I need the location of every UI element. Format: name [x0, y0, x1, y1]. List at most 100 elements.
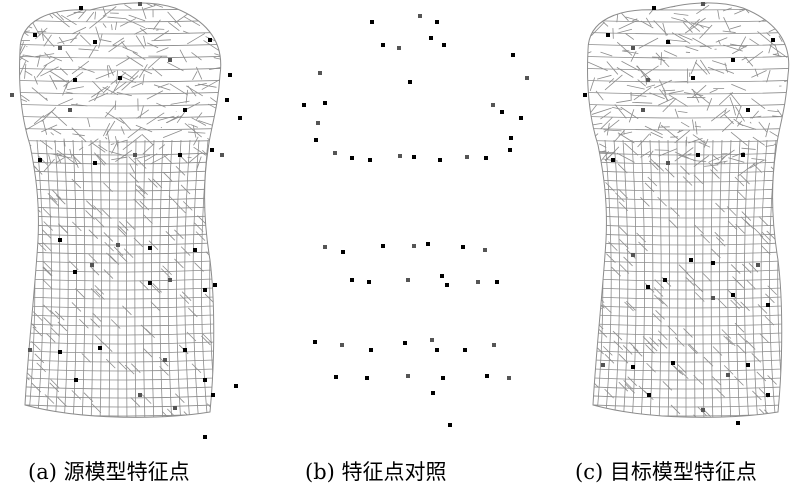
feature-point — [485, 374, 489, 378]
feature-point — [350, 156, 354, 160]
feature-point — [334, 375, 338, 379]
feature-point — [314, 138, 318, 142]
feature-point — [500, 110, 504, 114]
feature-point — [225, 98, 229, 102]
feature-point — [435, 348, 439, 352]
feature-point — [90, 263, 94, 267]
feature-point — [118, 76, 122, 80]
feature-point — [203, 378, 207, 382]
feature-point — [79, 6, 83, 10]
feature-point — [771, 38, 775, 42]
feature-point — [148, 281, 152, 285]
feature-point — [601, 363, 605, 367]
feature-point — [398, 154, 402, 158]
feature-point — [412, 155, 416, 159]
feature-point — [746, 108, 750, 112]
feature-point — [418, 14, 422, 18]
feature-point — [438, 158, 442, 162]
feature-point — [492, 343, 496, 347]
feature-point — [731, 58, 735, 62]
feature-point — [435, 20, 439, 24]
feature-point — [448, 423, 452, 427]
feature-point — [431, 391, 435, 395]
feature-point — [631, 46, 635, 50]
feature-point — [302, 103, 306, 107]
feature-point — [406, 374, 410, 378]
feature-point — [163, 358, 167, 362]
feature-point — [178, 153, 182, 157]
feature-point — [368, 158, 372, 162]
feature-point — [193, 248, 197, 252]
feature-point — [148, 246, 152, 250]
feature-point — [666, 40, 670, 44]
feature-point — [525, 76, 529, 80]
feature-point — [519, 116, 523, 120]
feature-point — [211, 393, 215, 397]
feature-point — [58, 46, 62, 50]
wireframe-torso-a — [19, 2, 222, 418]
feature-point — [318, 71, 322, 75]
caption-b: (b) 特征点对照 — [305, 460, 447, 484]
feature-point — [341, 250, 345, 254]
feature-points-b — [302, 14, 529, 427]
feature-point — [367, 280, 371, 284]
feature-point — [495, 280, 499, 284]
feature-point — [484, 156, 488, 160]
feature-point — [58, 350, 62, 354]
feature-point — [671, 361, 675, 365]
feature-point — [641, 108, 645, 112]
feature-points-a — [10, 2, 242, 439]
feature-point — [408, 80, 412, 84]
feature-point — [323, 101, 327, 105]
feature-point — [445, 283, 449, 287]
feature-point — [203, 288, 207, 292]
feature-point — [440, 274, 444, 278]
feature-point — [611, 158, 615, 162]
feature-point — [74, 378, 78, 382]
feature-point — [323, 245, 327, 249]
feature-point — [741, 153, 745, 157]
feature-point — [429, 36, 433, 40]
feature-point — [73, 270, 77, 274]
feature-point — [397, 46, 401, 50]
feature-point — [369, 348, 373, 352]
feature-point — [133, 153, 137, 157]
feature-point — [509, 136, 513, 140]
caption-c: (c) 目标模型特征点 — [575, 460, 757, 484]
feature-point — [646, 78, 650, 82]
feature-point — [606, 33, 610, 37]
feature-point — [508, 148, 512, 152]
feature-points-c — [583, 2, 775, 425]
wireframe-torso-c — [587, 2, 790, 418]
feature-point — [316, 121, 320, 125]
feature-point — [756, 263, 760, 267]
feature-point — [213, 283, 217, 287]
feature-point — [491, 103, 495, 107]
feature-point — [58, 238, 62, 242]
feature-point — [350, 278, 354, 282]
feature-point — [442, 43, 446, 47]
feature-point — [138, 2, 142, 6]
feature-point — [403, 341, 407, 345]
feature-point — [93, 161, 97, 165]
feature-point — [93, 40, 97, 44]
feature-point — [426, 242, 430, 246]
feature-point — [465, 155, 469, 159]
feature-point — [711, 261, 715, 265]
feature-point — [183, 348, 187, 352]
feature-point — [210, 148, 214, 152]
feature-point — [701, 408, 705, 412]
feature-point — [381, 244, 385, 248]
feature-point — [333, 151, 337, 155]
feature-point — [736, 421, 740, 425]
feature-point — [365, 376, 369, 380]
caption-a: (a) 源模型特征点 — [28, 460, 190, 484]
feature-point — [33, 33, 37, 37]
feature-point — [73, 78, 77, 82]
feature-point — [430, 338, 434, 342]
feature-point — [203, 435, 207, 439]
feature-point — [483, 248, 487, 252]
feature-point — [731, 293, 735, 297]
feature-point — [646, 285, 650, 289]
feature-point — [711, 296, 715, 300]
